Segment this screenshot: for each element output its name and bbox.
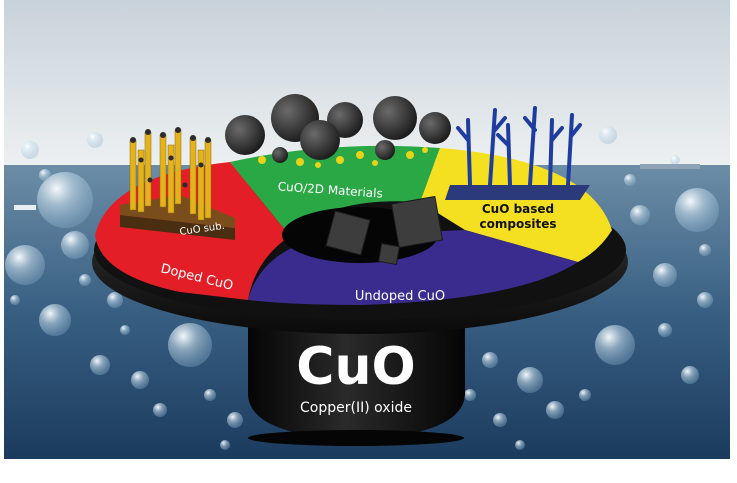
- ship-left: [14, 205, 36, 210]
- segment-2d-materials: [230, 145, 440, 236]
- bubbles-left: [5, 132, 243, 450]
- center-subtitle: Copper(II) oxide: [300, 400, 412, 416]
- dendritic-structures: [456, 106, 582, 187]
- graphene-spheres: [225, 94, 451, 168]
- pedestal: [248, 300, 465, 446]
- nanocube-clusters: [325, 195, 444, 266]
- label-composites-line2: composites: [480, 217, 557, 231]
- ship-right: [640, 164, 700, 169]
- cuo-substrate-block: [120, 127, 235, 240]
- composites-base: [445, 185, 590, 200]
- bubbles-right: [464, 126, 719, 450]
- label-composites-line1: CuO based: [482, 202, 554, 216]
- center-title: CuO: [296, 337, 415, 397]
- label-undoped-cuo: Undoped CuO: [355, 289, 445, 304]
